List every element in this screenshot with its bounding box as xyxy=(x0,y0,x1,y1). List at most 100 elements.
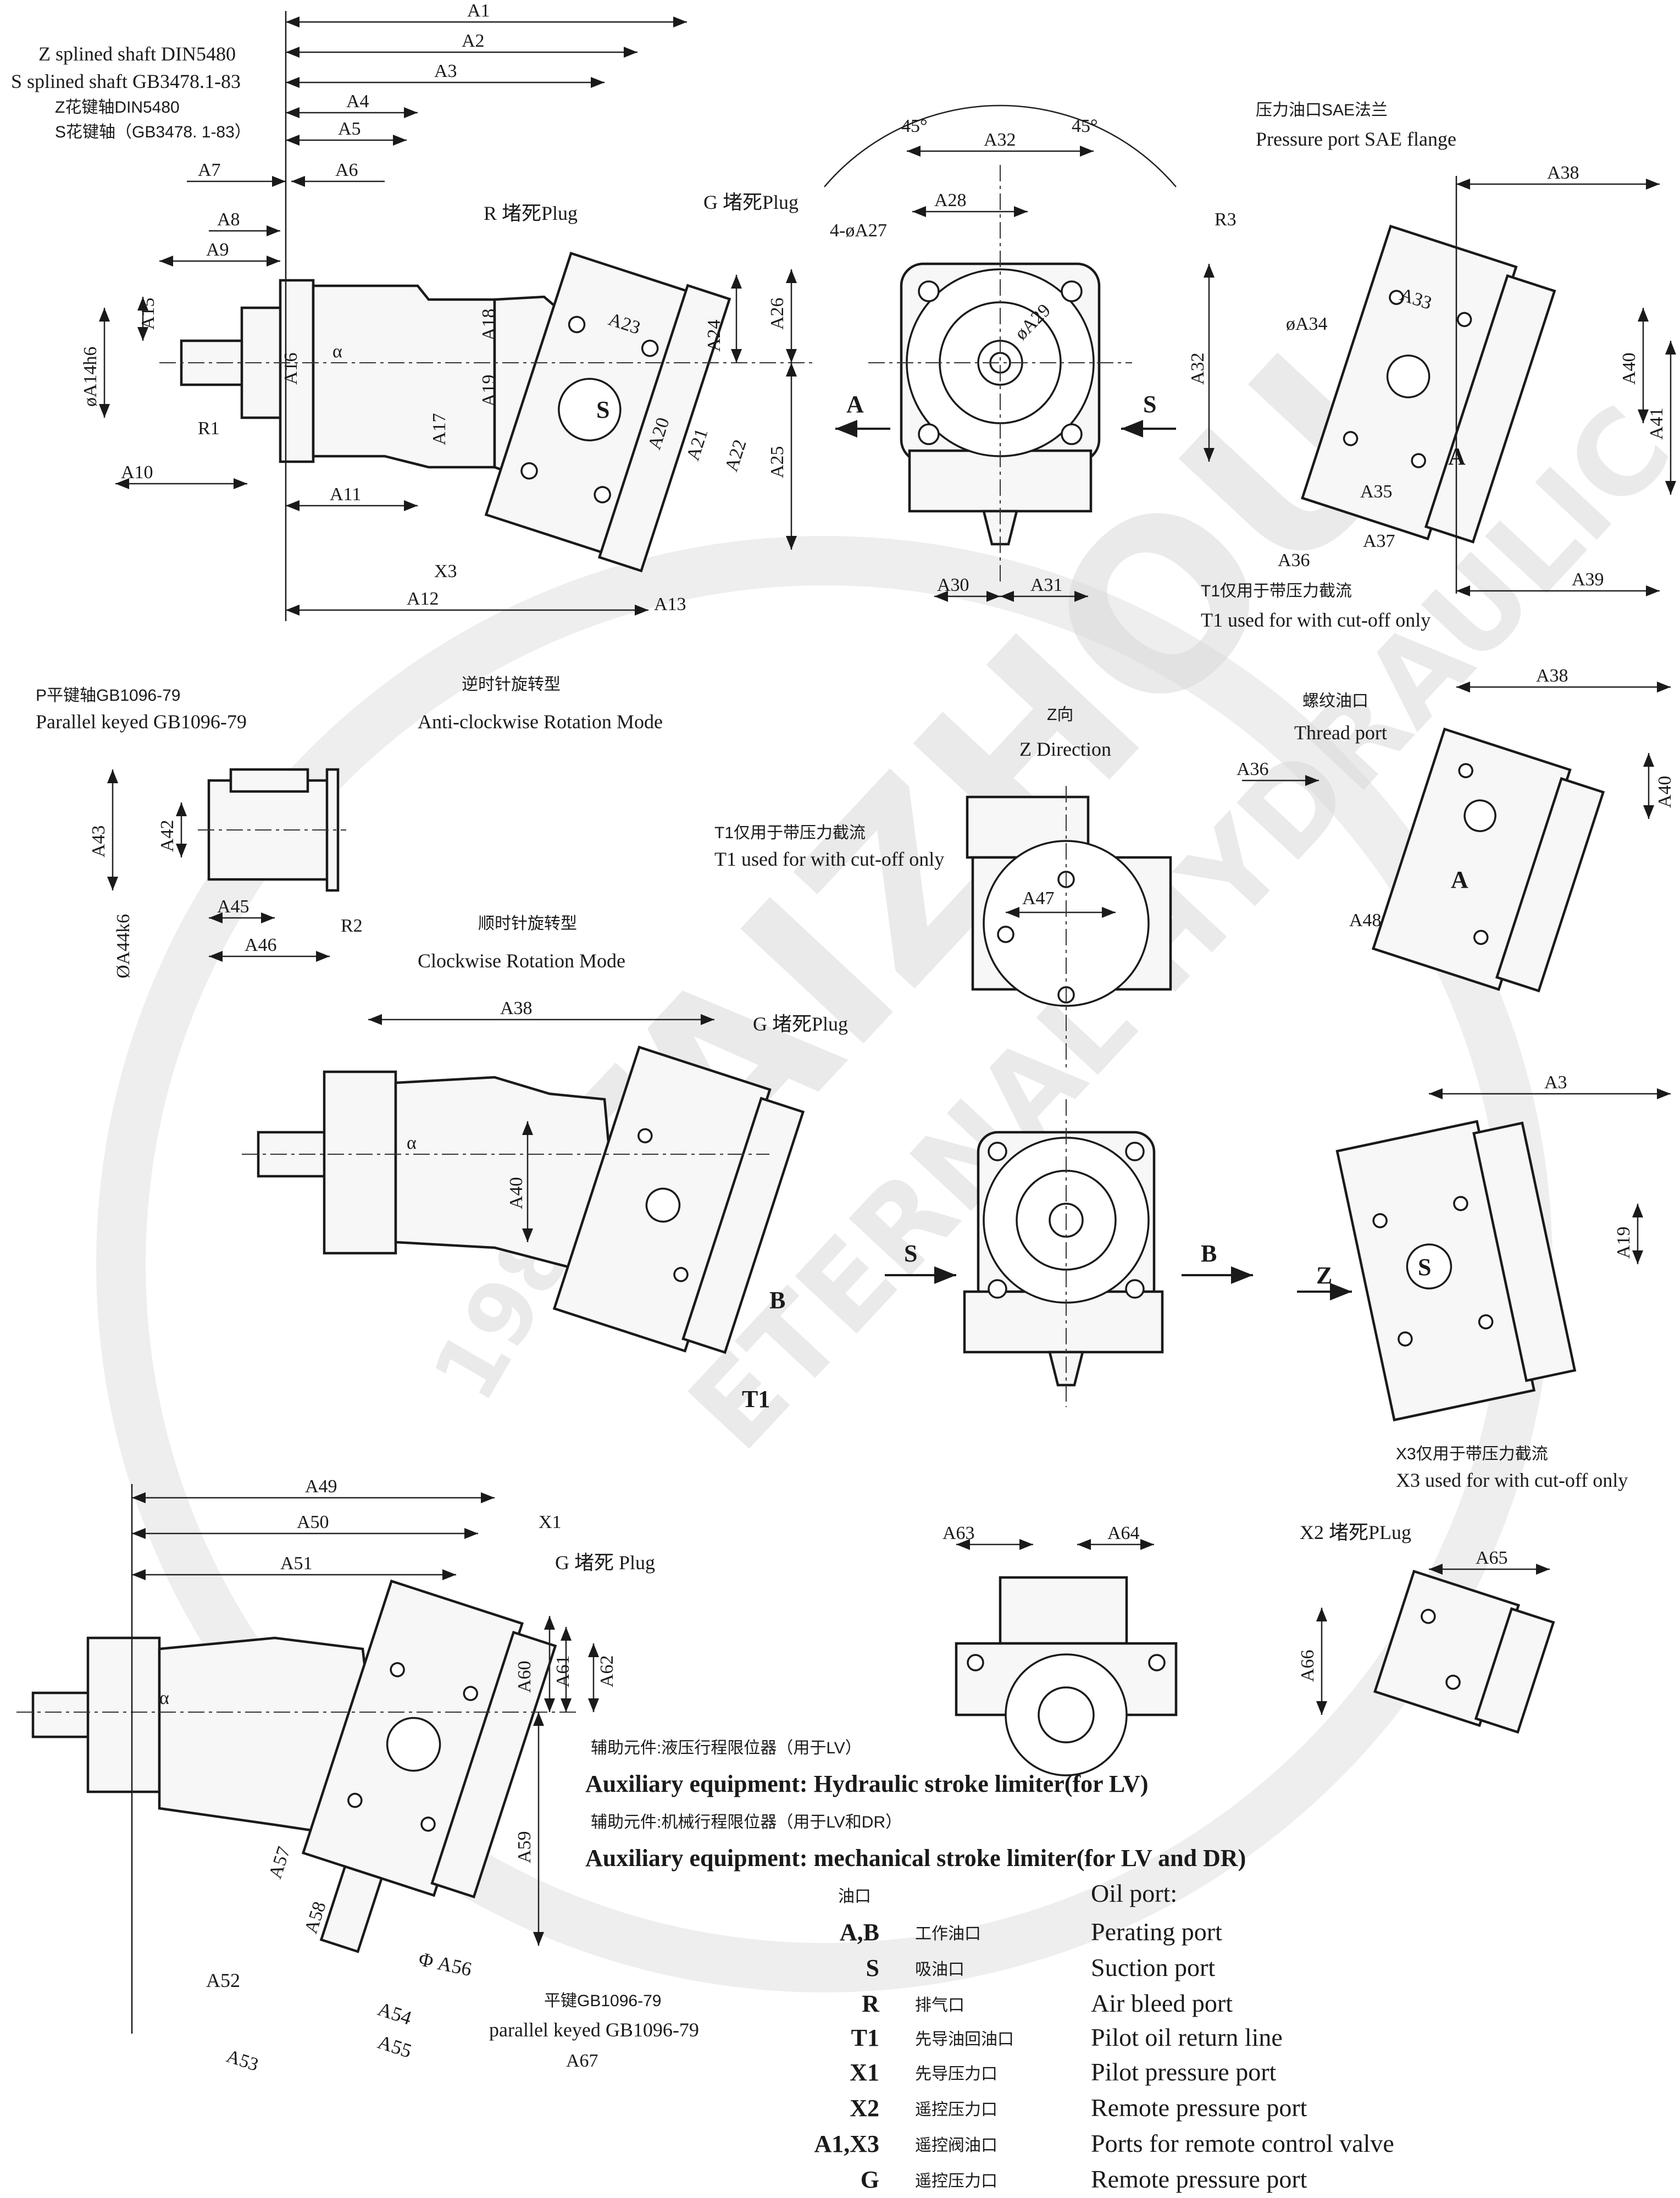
aux-hyd-en: Auxiliary equipment: Hydraulic stroke li… xyxy=(585,1770,1149,1797)
side-label-z: Z xyxy=(1316,1262,1332,1289)
dim-a32-top: A32 xyxy=(984,130,1016,150)
dim-a25: A25 xyxy=(767,446,788,478)
bl-alpha: α xyxy=(159,1688,169,1708)
dim-a43: A43 xyxy=(88,825,109,857)
dim-a24: A24 xyxy=(704,319,724,352)
dim-a6: A6 xyxy=(335,160,358,180)
oil-code-a1x3: A1,X3 xyxy=(814,2130,879,2157)
dim-a50: A50 xyxy=(297,1512,329,1532)
oil-cn-r: 排气口 xyxy=(915,1996,964,2014)
aux-mech-en: Auxiliary equipment: mechanical stroke l… xyxy=(585,1845,1246,1872)
view-front xyxy=(885,1099,1253,1407)
oil-code-ab: A,B xyxy=(840,1919,879,1946)
arrow-s-label: S xyxy=(1143,391,1156,418)
dim-a17: A17 xyxy=(429,413,450,445)
cw-alpha: α xyxy=(407,1133,417,1153)
oil-header-cn: 油口 xyxy=(838,1887,871,1906)
side-note-cn: X3仅用于带压力截流 xyxy=(1396,1445,1548,1463)
dim-a4: A4 xyxy=(346,91,369,112)
x2-plug-title: X2 堵死PLug xyxy=(1300,1521,1411,1543)
z-note-en: T1 used for with cut-off only xyxy=(714,848,944,870)
oil-cn-s: 吸油口 xyxy=(915,1961,964,1979)
dim-a66: A66 xyxy=(1298,1649,1318,1682)
oil-en-s: Suction port xyxy=(1091,1953,1215,1981)
thread-dim-a38: A38 xyxy=(1536,666,1568,686)
dim-a53: A53 xyxy=(224,2046,261,2075)
dim-a18: A18 xyxy=(479,308,499,341)
view-top-left xyxy=(99,11,813,621)
dim-a1: A1 xyxy=(467,1,490,21)
dim-a11: A11 xyxy=(330,484,361,505)
view-z-direction xyxy=(966,786,1172,1072)
dim-a46: A46 xyxy=(245,935,277,955)
front-label-s: S xyxy=(904,1240,917,1267)
z-note-cn: T1仅用于带压力截流 xyxy=(714,824,866,842)
shaft-label-z-cn: Z花键轴DIN5480 xyxy=(55,98,180,117)
dim-a52: A52 xyxy=(206,1969,240,1991)
dim-a45: A45 xyxy=(217,896,249,917)
dim-a12: A12 xyxy=(407,589,439,609)
view-top-mid xyxy=(824,104,1215,602)
dim-a16: A16 xyxy=(281,352,301,385)
dim-a38: A38 xyxy=(1547,163,1579,183)
bl-plug-g: G 堵死 Plug xyxy=(555,1552,655,1574)
oil-cn-a1x3: 遥控阀油口 xyxy=(915,2136,997,2155)
view-top-right xyxy=(1301,176,1676,596)
dim-r3: R3 xyxy=(1215,209,1237,230)
dim-r1: R1 xyxy=(198,418,220,439)
keyed-title-cn: P平键轴GB1096-79 xyxy=(36,686,180,705)
angle-right: 45° xyxy=(1072,116,1098,136)
dim-a15: A15 xyxy=(138,297,158,330)
oil-cn-x1: 先导压力口 xyxy=(915,2065,997,2083)
oil-en-x1: Pilot pressure port xyxy=(1091,2058,1277,2086)
front-label-b: B xyxy=(1201,1240,1217,1267)
cw-dim-a38: A38 xyxy=(500,998,533,1018)
aux-hyd-cn: 辅助元件:液压行程限位器（用于LV） xyxy=(591,1739,862,1757)
dim-a2: A2 xyxy=(462,31,485,51)
view-bottom-mid xyxy=(955,1539,1178,1776)
side-note-en: X3 used for with cut-off only xyxy=(1396,1469,1628,1491)
dim-a13: A13 xyxy=(654,594,686,614)
dim-a31: A31 xyxy=(1030,575,1063,595)
sae-port-a: A xyxy=(1448,443,1466,470)
dim-a63: A63 xyxy=(942,1523,975,1543)
dim-a60: A60 xyxy=(514,1660,535,1693)
dim-a56: Φ A56 xyxy=(417,1948,474,1980)
oil-cn-t1: 先导油回油口 xyxy=(915,2030,1014,2048)
oil-port-table: 油口 Oil port: A,B 工作油口 Perating port S 吸油… xyxy=(814,1879,1394,2193)
oil-header-en: Oil port: xyxy=(1091,1879,1177,1907)
shaft-label-z: Z splined shaft DIN5480 xyxy=(38,43,236,65)
oil-cn-ab: 工作油口 xyxy=(915,1925,981,1943)
dim-a55: A55 xyxy=(375,2031,414,2062)
dim-a3: A3 xyxy=(434,61,457,81)
dim-a39: A39 xyxy=(1572,569,1604,590)
side-dim-a19: A19 xyxy=(1614,1226,1634,1259)
dim-a37: A37 xyxy=(1363,531,1395,551)
dim-a42: A42 xyxy=(157,820,178,852)
oil-cn-x2: 遥控压力口 xyxy=(915,2101,997,2119)
oil-code-x2: X2 xyxy=(850,2095,879,2122)
dim-a36: A36 xyxy=(1278,550,1310,571)
thread-dim-a36: A36 xyxy=(1237,759,1269,779)
thread-title-cn: 螺纹油口 xyxy=(1302,692,1368,710)
dim-a32-side: A32 xyxy=(1188,352,1208,385)
side-dim-a3: A3 xyxy=(1544,1072,1567,1093)
z-title-en: Z Direction xyxy=(1019,738,1111,760)
rotation-acw-en: Anti-clockwise Rotation Mode xyxy=(418,711,663,733)
angle-left: 45° xyxy=(901,116,928,136)
shaft-label-s: S splined shaft GB3478.1-83 xyxy=(11,70,241,92)
label-x1: X1 xyxy=(539,1512,562,1532)
view-thread-port xyxy=(1242,682,1671,993)
dim-a49: A49 xyxy=(305,1476,337,1497)
sae-title-en: Pressure port SAE flange xyxy=(1256,128,1456,150)
thread-port-a: A xyxy=(1451,866,1468,893)
oil-en-g: Remote pressure port xyxy=(1091,2165,1307,2193)
bl-keyed-en: parallel keyed GB1096-79 xyxy=(489,2019,699,2041)
label-alpha: α xyxy=(332,341,342,362)
dim-a64: A64 xyxy=(1107,1523,1140,1543)
oil-en-ab: Perating port xyxy=(1091,1918,1222,1946)
label-s-port: S xyxy=(596,396,609,423)
oil-en-t1: Pilot oil return line xyxy=(1091,2023,1283,2051)
dim-a28: A28 xyxy=(934,190,967,211)
